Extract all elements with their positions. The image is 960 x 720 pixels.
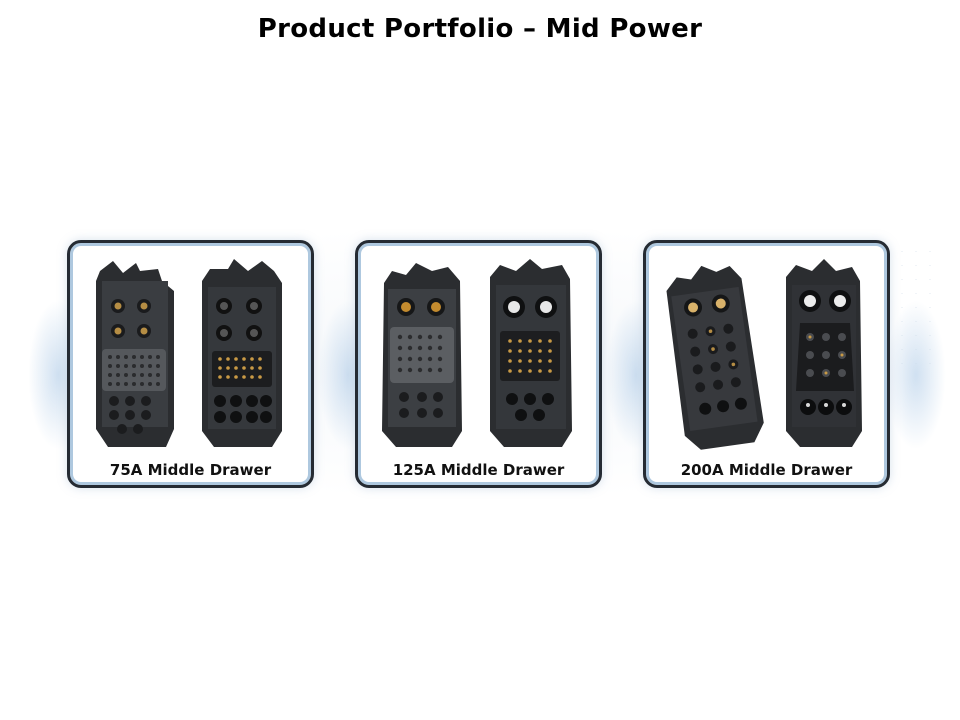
connector-pair-200a-image: [666, 259, 862, 450]
product-label: 200A Middle Drawer: [680, 461, 853, 479]
product-card-75a: 75A Middle Drawer: [67, 240, 314, 488]
connector-right: [202, 259, 282, 447]
connector-right: [786, 259, 862, 447]
connector-right: [490, 259, 572, 447]
product-card-200a: 200A Middle Drawer: [643, 240, 890, 488]
slide-title: Product Portfolio – Mid Power: [257, 14, 703, 44]
connector-pair-125a-image: [382, 259, 572, 447]
product-card-125a: 125A Middle Drawer: [355, 240, 602, 488]
background-grid-pattern: [888, 238, 938, 368]
background-glow: [886, 300, 946, 450]
product-label: 125A Middle Drawer: [392, 461, 565, 479]
connector-left: [666, 265, 764, 450]
product-label: 75A Middle Drawer: [109, 461, 272, 479]
connector-pair-75a-image: [96, 259, 282, 447]
connector-left: [96, 261, 174, 447]
connector-left: [382, 263, 462, 447]
